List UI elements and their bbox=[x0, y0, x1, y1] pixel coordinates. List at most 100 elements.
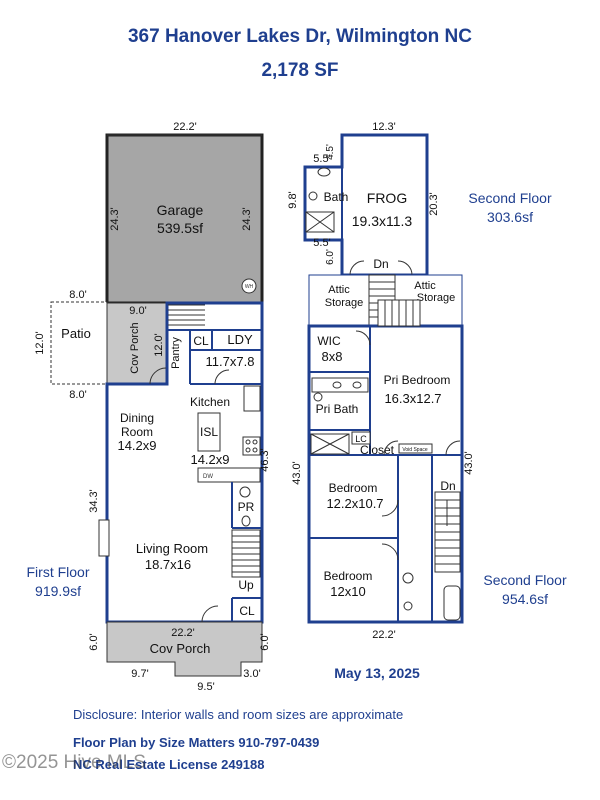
second-floor-main-label: Second Floor bbox=[483, 572, 567, 588]
frog-width-dim: 12.3' bbox=[372, 121, 396, 133]
frog-size: 19.3x11.3 bbox=[352, 213, 413, 229]
patio-top-dim: 8.0' bbox=[69, 289, 86, 301]
bath-sink-icon bbox=[317, 167, 331, 177]
front-porch-bottom-right-dim: 3.0' bbox=[243, 668, 260, 680]
side-porch-name: Cov Porch bbox=[129, 322, 141, 373]
front-porch-area bbox=[106, 621, 263, 677]
pantry-label: Pantry bbox=[170, 337, 182, 369]
dishwasher-label: DW bbox=[203, 474, 213, 480]
attic-left-line1: Attic bbox=[328, 284, 350, 296]
range-icon bbox=[242, 436, 261, 456]
frog-stair-dn-label: Dn bbox=[373, 257, 388, 271]
living-room-name: Living Room bbox=[136, 541, 208, 556]
wic-size: 8x8 bbox=[322, 349, 343, 364]
patio-side-dim: 12.0' bbox=[34, 331, 46, 355]
stair-dn-label: Dn bbox=[440, 479, 455, 493]
closet-label-2: CL bbox=[239, 604, 255, 618]
total-square-footage: 2,178 SF bbox=[261, 60, 339, 81]
attic-right-line2: Storage bbox=[417, 292, 456, 304]
patio-name: Patio bbox=[61, 326, 91, 341]
powder-sink-icon bbox=[239, 486, 251, 498]
kitchen-label: Kitchen bbox=[190, 395, 230, 409]
front-porch-width-dim: 22.2' bbox=[171, 627, 195, 639]
bath-bottom-dim: 5.5' bbox=[313, 237, 330, 249]
second-floor-upper-sf: 303.6sf bbox=[487, 209, 533, 225]
bedroom1-name: Bedroom bbox=[329, 481, 378, 495]
bath-name: Bath bbox=[324, 190, 349, 204]
closet-label: CL bbox=[193, 334, 209, 348]
watermark-text: ©2025 Hive MLS bbox=[2, 752, 146, 773]
bath-toilet-icon bbox=[308, 191, 318, 201]
bath-side-dim: 9.8' bbox=[287, 191, 299, 208]
sf-left-depth-dim: 43.0' bbox=[291, 461, 303, 485]
bath-small-side-dim: 6.0' bbox=[325, 249, 336, 265]
pri-bedroom-name: Pri Bedroom bbox=[384, 373, 451, 387]
right-depth-dim: 46.3' bbox=[259, 448, 271, 472]
front-porch-left-dim: 6.0' bbox=[88, 633, 100, 650]
dining-size: 14.2x9 bbox=[117, 438, 156, 453]
side-porch-top-dim: 9.0' bbox=[129, 305, 146, 317]
pri-toilet-icon bbox=[313, 392, 323, 402]
property-address: 367 Hanover Lakes Dr, Wilmington NC bbox=[127, 26, 473, 47]
pri-bath-label: Pri Bath bbox=[316, 402, 359, 416]
island-size: 14.2x9 bbox=[190, 452, 229, 467]
garage-width-dim: 22.2' bbox=[173, 121, 197, 133]
patio-area bbox=[50, 301, 108, 385]
island-name: ISL bbox=[200, 425, 218, 439]
left-depth-dim: 34.3' bbox=[88, 489, 100, 513]
laundry-name: LDY bbox=[227, 332, 253, 347]
linen-closet-label: LC bbox=[355, 434, 367, 444]
front-porch-right-dim: 6.0' bbox=[259, 633, 271, 650]
second-floor-main-sf: 954.6sf bbox=[502, 591, 548, 607]
attic-left-line2: Storage bbox=[325, 297, 364, 309]
disclosure-text: Disclosure: Interior walls and room size… bbox=[73, 707, 404, 722]
frog-name: FROG bbox=[367, 190, 407, 206]
front-porch-bottom-mid-dim: 9.5' bbox=[197, 681, 214, 693]
second-floor-upper-label: Second Floor bbox=[468, 190, 552, 206]
first-floor-label: First Floor bbox=[26, 564, 90, 580]
front-porch-name: Cov Porch bbox=[150, 641, 211, 656]
laundry-size: 11.7x7.8 bbox=[206, 354, 255, 369]
island-counter bbox=[197, 412, 221, 452]
second-floor-outline bbox=[307, 324, 464, 624]
powder-room-label: PR bbox=[238, 500, 255, 514]
frog-depth-dim: 20.3' bbox=[428, 192, 440, 216]
dining-name-1: Dining bbox=[120, 411, 154, 425]
first-floor-sf: 919.9sf bbox=[35, 583, 81, 599]
garage-left-dim: 24.3' bbox=[109, 207, 121, 231]
side-porch-side-dim: 12.0' bbox=[153, 333, 165, 357]
void-space-label: Void Space bbox=[402, 447, 428, 453]
garage-area bbox=[105, 133, 264, 305]
sf-width-dim: 22.2' bbox=[372, 629, 396, 641]
closet-2-label: Closet bbox=[360, 443, 395, 457]
bathtub-icon bbox=[443, 585, 461, 621]
sink-counter bbox=[197, 467, 261, 483]
hall-sink-icon bbox=[402, 572, 414, 584]
license-text: NC Real Estate License 249188 bbox=[73, 757, 265, 772]
attic-right-line1: Attic bbox=[414, 280, 436, 292]
bath-top-dim: 5.5' bbox=[313, 153, 330, 165]
pri-bedroom-size: 16.3x12.7 bbox=[384, 391, 441, 406]
garage-name: Garage bbox=[157, 202, 204, 218]
stair-up-label: Up bbox=[238, 578, 254, 592]
dining-name-2: Room bbox=[121, 425, 153, 439]
front-porch-bottom-left-dim: 9.7' bbox=[131, 668, 148, 680]
hall-toilet-icon bbox=[403, 601, 413, 611]
plan-date: May 13, 2025 bbox=[334, 665, 420, 681]
garage-right-dim: 24.3' bbox=[241, 207, 253, 231]
bedroom2-size: 12x10 bbox=[330, 584, 365, 599]
sf-right-depth-dim: 43.0' bbox=[463, 451, 475, 475]
water-heater-label: WH bbox=[245, 284, 254, 290]
garage-area-label: 539.5sf bbox=[157, 220, 203, 236]
water-heater-icon bbox=[241, 278, 257, 294]
bedroom1-size: 12.2x10.7 bbox=[326, 496, 383, 511]
wic-name: WIC bbox=[317, 334, 341, 348]
living-room-size: 18.7x16 bbox=[145, 557, 191, 572]
fireplace-icon bbox=[98, 519, 110, 557]
bath-small-top-dim: 4.5' bbox=[325, 144, 336, 160]
company-text: Floor Plan by Size Matters 910-797-0439 bbox=[73, 735, 320, 750]
patio-bottom-dim: 8.0' bbox=[69, 389, 86, 401]
fridge-icon bbox=[243, 385, 261, 412]
bedroom2-name: Bedroom bbox=[324, 569, 373, 583]
